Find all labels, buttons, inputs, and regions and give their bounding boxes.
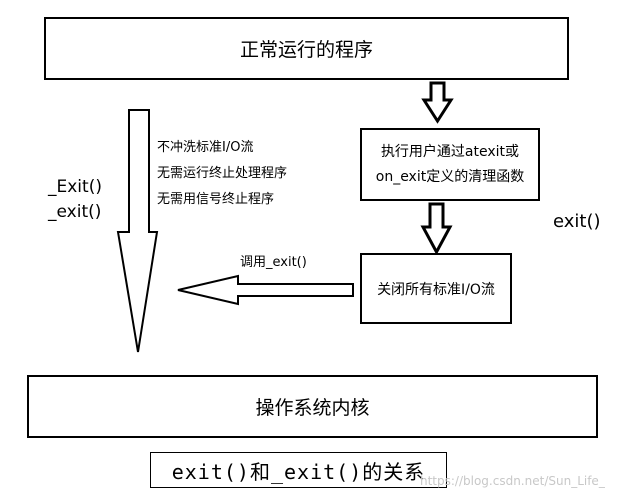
exit-function-label: exit() [553,211,601,232]
normal-program-label: 正常运行的程序 [239,39,373,61]
normal-program-box: 正常运行的程序 [44,17,569,80]
call-exit-label: 调用_exit() [240,255,307,270]
diagram-caption: exit()和_exit()的关系 [150,452,447,488]
caption-text: exit()和_exit()的关系 [171,459,426,484]
arrow-atexit-to-close [420,202,453,256]
exit-upper-label: _Exit() [48,177,102,197]
arrow-top-to-atexit [421,81,454,124]
close-streams-box: 关闭所有标准I/O流 [360,253,512,324]
close-streams-label: 关闭所有标准I/O流 [377,281,495,298]
no-handlers-label: 无需运行终止处理程序 [157,166,288,181]
left-down-arrow [116,109,159,353]
watermark: https://blog.csdn.net/Sun_Life_ [420,474,605,488]
no-signal-label: 无需用信号终止程序 [157,192,275,207]
atexit-handlers-box: 执行用户通过atexit或 on_exit定义的清理函数 [360,128,540,201]
kernel-box: 操作系统内核 [27,375,598,438]
exit-lower-label: _exit() [48,202,102,222]
atexit-label-line2: on_exit定义的清理函数 [375,168,525,185]
no-flush-label: 不冲洗标准I/O流 [157,140,254,155]
arrow-close-to-left [177,274,354,306]
atexit-label-line1: 执行用户通过atexit或 [380,143,520,160]
kernel-label: 操作系统内核 [255,397,370,419]
